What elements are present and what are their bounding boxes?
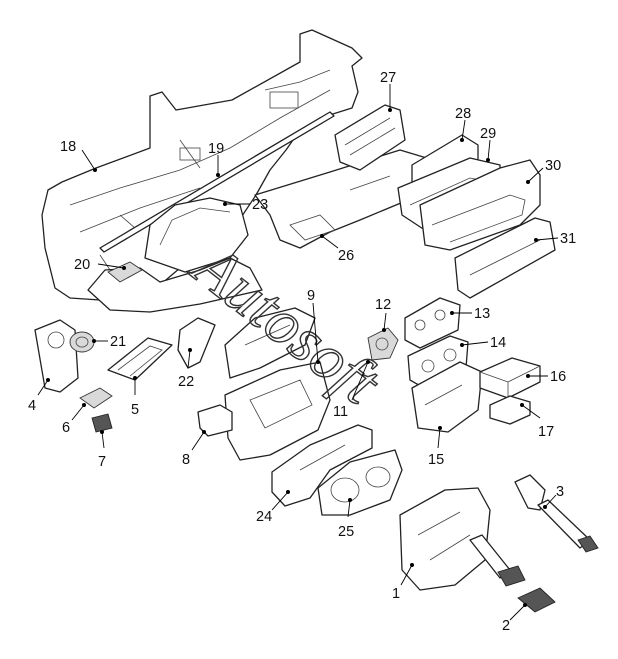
storage-tray: [107, 337, 173, 381]
center-console-frame: [224, 361, 331, 461]
glovebox-frame: [419, 159, 541, 251]
cluster-hood: [144, 197, 249, 273]
callout-label: 9: [307, 288, 315, 304]
callout-label: 31: [560, 231, 576, 247]
callout-25: 25: [338, 498, 354, 540]
callout-label: 26: [338, 248, 354, 264]
switch-module-7: [91, 413, 113, 433]
callout-label: 29: [480, 126, 496, 142]
brake-pedal-pad: [497, 565, 526, 587]
callout-label: 18: [60, 139, 76, 155]
control-module-box: [479, 357, 541, 399]
dashboard-trim-strip: [99, 111, 335, 253]
callout-28: 28: [455, 106, 471, 142]
instrument-cluster: [317, 449, 403, 516]
small-insert: [107, 261, 143, 283]
callout-label: 8: [182, 452, 190, 468]
callout-24: 24: [256, 490, 290, 525]
callout-3: 3: [543, 484, 564, 509]
callout-22: 22: [178, 348, 194, 390]
callout-label: 30: [545, 158, 561, 174]
callout-label: 16: [550, 369, 566, 385]
callout-7: 7: [98, 430, 106, 470]
support-bracket: [177, 317, 216, 369]
callout-label: 6: [62, 420, 70, 436]
callout-16: 16: [526, 369, 566, 385]
callout-label: 17: [538, 424, 554, 440]
callout-label: 24: [256, 509, 272, 525]
callout-label: 27: [380, 70, 396, 86]
switch-module-6: [79, 387, 113, 409]
callout-13: 13: [450, 306, 490, 322]
callout-12: 12: [375, 297, 391, 332]
callout-label: 14: [490, 335, 506, 351]
pedal-pad: [517, 587, 556, 613]
callout-label: 12: [375, 297, 391, 313]
callout-label: 28: [455, 106, 471, 122]
mounting-bracket: [197, 404, 233, 437]
callout-18: 18: [60, 139, 97, 172]
callout-label: 11: [333, 404, 348, 420]
callout-30: 30: [526, 158, 561, 184]
callout-4: 4: [28, 378, 50, 414]
callout-26: 26: [320, 234, 354, 264]
callout-21: 21: [92, 334, 126, 350]
glovebox-lid: [454, 217, 556, 299]
callout-20: 20: [74, 257, 126, 273]
callout-11: 11: [333, 360, 370, 420]
callout-label: 1: [392, 586, 400, 602]
callout-label: 2: [502, 618, 510, 634]
callout-9: 9: [307, 288, 320, 364]
callout-29: 29: [480, 126, 496, 162]
lower-dash-trim: [271, 424, 373, 507]
climate-control-panel: [404, 297, 461, 349]
callout-14: 14: [460, 335, 506, 351]
small-module: [489, 395, 531, 425]
callout-label: 3: [556, 484, 564, 500]
callout-label: 15: [428, 452, 444, 468]
callout-label: 25: [338, 524, 354, 540]
callout-27: 27: [380, 70, 396, 112]
callout-label: 13: [474, 306, 490, 322]
callout-17: 17: [520, 403, 554, 440]
center-inner-panel: [224, 307, 316, 379]
callout-23: 23: [223, 197, 268, 213]
light-switch: [69, 331, 95, 353]
callout-label: 23: [252, 197, 268, 213]
callout-1: 1: [392, 563, 414, 602]
callout-label: 20: [74, 257, 90, 273]
callout-5: 5: [131, 376, 139, 418]
callout-label: 4: [28, 398, 36, 414]
callout-label: 22: [178, 374, 194, 390]
callout-8: 8: [182, 430, 206, 468]
callout-2: 2: [502, 603, 527, 634]
callout-6: 6: [62, 403, 86, 436]
callout-label: 19: [208, 141, 224, 157]
callout-label: 7: [98, 454, 106, 470]
callout-31: 31: [534, 231, 576, 247]
accelerator-pedal: [514, 474, 599, 553]
passenger-airbag: [334, 104, 406, 171]
callout-label: 5: [131, 402, 139, 418]
center-console-body: [411, 361, 483, 433]
callout-label: 21: [110, 334, 126, 350]
left-switch-bezel: [34, 319, 79, 393]
callout-15: 15: [428, 426, 444, 468]
callout-19: 19: [208, 141, 224, 177]
